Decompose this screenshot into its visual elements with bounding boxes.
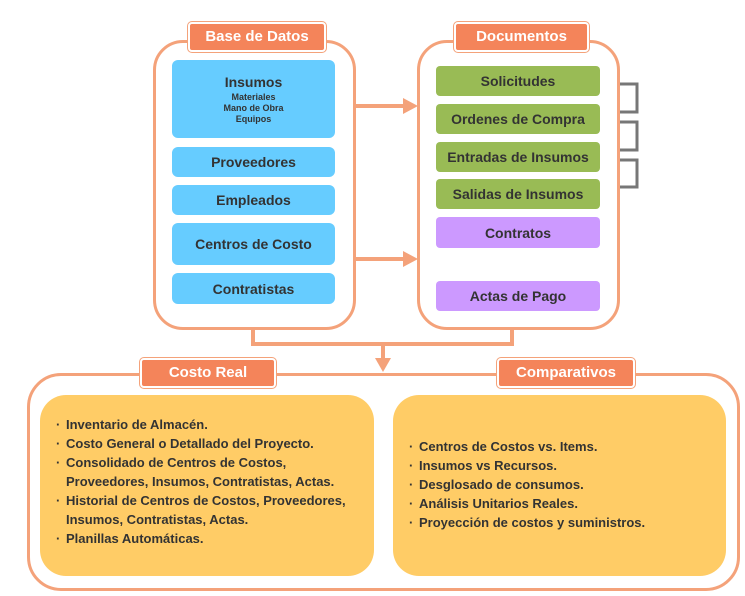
list-item: Insumos vs Recursos.	[409, 456, 719, 475]
comparativos-box: Centros de Costos vs. Items. Insumos vs …	[393, 395, 726, 576]
entradas-de-insumos-box: Entradas de Insumos	[436, 142, 600, 172]
contratistas-box: Contratistas	[172, 273, 335, 304]
list-item: Inventario de Almacén.	[56, 415, 368, 434]
comparativos-title: Comparativos	[497, 358, 635, 388]
list-item: Planillas Automáticas.	[56, 529, 368, 548]
contratos-box: Contratos	[436, 217, 600, 248]
costo-real-list: Inventario de Almacén. Costo General o D…	[56, 415, 368, 548]
documentos-title: Documentos	[454, 22, 589, 52]
comparativos-list: Centros de Costos vs. Items. Insumos vs …	[409, 437, 719, 532]
insumos-box: Insumos Materiales Mano de Obra Equipos	[172, 60, 335, 138]
list-item: Consolidado de Centros de Costos, Provee…	[56, 453, 368, 491]
base-de-datos-title: Base de Datos	[188, 22, 326, 52]
ordenes-de-compra-box: Ordenes de Compra	[436, 104, 600, 134]
costo-real-box: Inventario de Almacén. Costo General o D…	[40, 395, 374, 576]
list-item: Historial de Centros de Costos, Proveedo…	[56, 491, 368, 529]
solicitudes-box: Solicitudes	[436, 66, 600, 96]
insumos-label: Insumos	[224, 73, 283, 90]
proveedores-box: Proveedores	[172, 147, 335, 177]
insumos-sub-materiales: Materiales	[231, 91, 276, 102]
salidas-de-insumos-box: Salidas de Insumos	[436, 179, 600, 209]
costo-real-title: Costo Real	[140, 358, 276, 388]
empleados-box: Empleados	[172, 185, 335, 215]
centros-de-costo-box: Centros de Costo	[172, 223, 335, 265]
list-item: Costo General o Detallado del Proyecto.	[56, 434, 368, 453]
list-item: Desglosado de consumos.	[409, 475, 719, 494]
list-item: Centros de Costos vs. Items.	[409, 437, 719, 456]
list-item: Proyección de costos y suministros.	[409, 513, 719, 532]
list-item: Análisis Unitarios Reales.	[409, 494, 719, 513]
actas-de-pago-box: Actas de Pago	[436, 281, 600, 311]
join-connector	[251, 329, 514, 346]
insumos-sub-equipos: Equipos	[235, 113, 272, 124]
insumos-sub-mano-de-obra: Mano de Obra	[223, 102, 284, 113]
